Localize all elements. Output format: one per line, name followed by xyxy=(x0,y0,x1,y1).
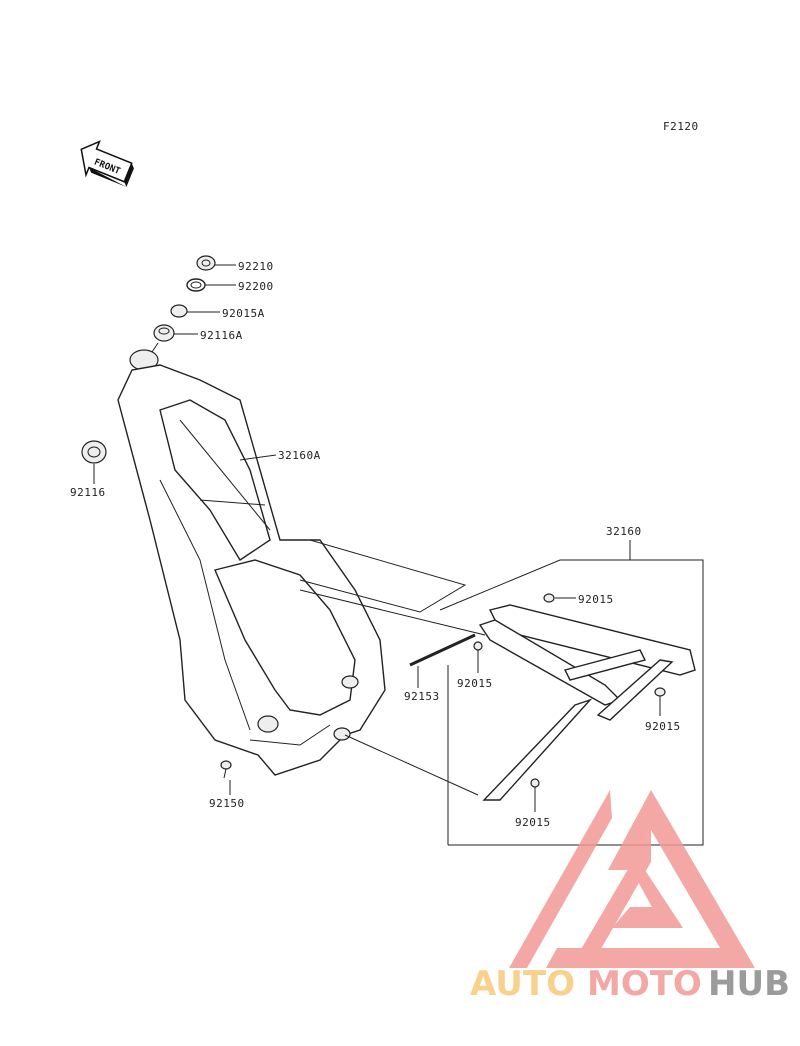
part-label: 32160A xyxy=(278,449,321,462)
rear-subframe-32160[interactable] xyxy=(478,604,696,801)
logo-text-auto: AUTO xyxy=(470,964,575,1004)
main-frame-32160a[interactable] xyxy=(117,349,386,776)
washer-92200[interactable] xyxy=(186,278,206,292)
front-arrow-icon: FRONT xyxy=(80,140,134,187)
bolt-92015[interactable] xyxy=(654,687,666,697)
part-label: 92210 xyxy=(238,260,274,273)
part-label: 92015 xyxy=(645,720,681,733)
logo-text-moto: MOTO xyxy=(587,964,702,1004)
part-label: 92116A xyxy=(200,329,243,342)
part-label: 32160 xyxy=(606,525,642,538)
bolt-92153[interactable] xyxy=(409,633,476,667)
logo-text-hub: HUB xyxy=(708,964,790,1004)
part-label: 92150 xyxy=(209,797,245,810)
nut-92210[interactable] xyxy=(196,255,216,271)
part-label: 92015A xyxy=(222,307,265,320)
part-label: 92015 xyxy=(457,677,493,690)
bolt-92015[interactable] xyxy=(530,778,540,788)
part-label: 92200 xyxy=(238,280,274,293)
part-label: 92116 xyxy=(70,486,106,499)
bearing-92116a[interactable] xyxy=(153,324,175,342)
part-label: 92015 xyxy=(578,593,614,606)
bearing-92116[interactable] xyxy=(81,440,107,464)
diagram-code: F2120 xyxy=(663,120,699,133)
automotohub-logo: AUTO MOTO HUB xyxy=(470,790,790,1004)
nut-92015a[interactable] xyxy=(170,304,188,318)
bolt-92015[interactable] xyxy=(543,593,555,603)
bolt-92015[interactable] xyxy=(473,641,483,651)
part-label: 92153 xyxy=(404,690,440,703)
bolt-92150[interactable] xyxy=(220,760,232,779)
part-label: 92015 xyxy=(515,816,551,829)
